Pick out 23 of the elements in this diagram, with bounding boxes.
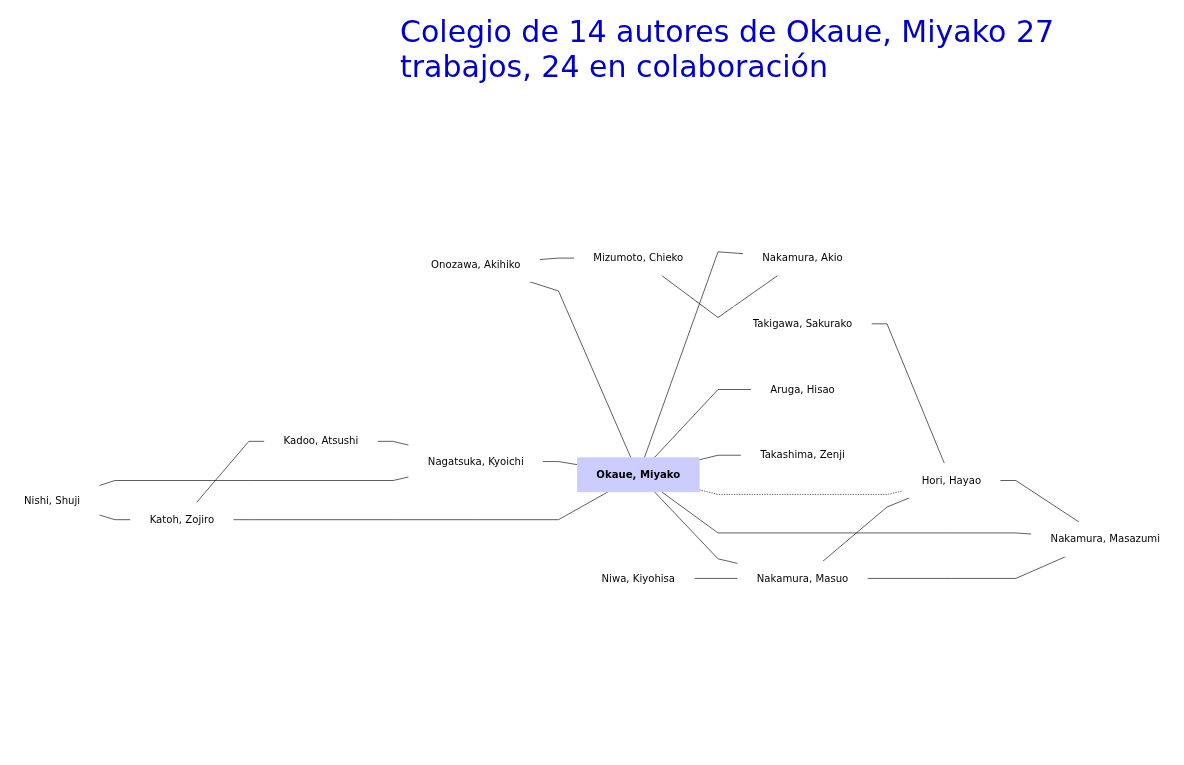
connector — [98, 476, 410, 486]
node-box: Okaue, Miyako — [577, 457, 700, 492]
node-text: Hori, Hayao — [921, 473, 982, 486]
node-text: Nishi, Shuji — [24, 494, 81, 507]
node-text: Onozawa, Akihiko — [431, 257, 521, 270]
node-text: Niwa, Kiyohisa — [601, 571, 676, 584]
connector — [653, 388, 752, 458]
node-text: Takigawa, Sakurako — [752, 317, 853, 330]
connector — [660, 274, 779, 318]
connector — [822, 496, 911, 562]
node-text: Kadoo, Atsushi — [283, 434, 359, 447]
node-text: Nagatsuka, Kyoichi — [427, 454, 524, 467]
connector — [644, 251, 744, 458]
node-text: Takashima, Zenji — [760, 448, 845, 461]
node-text: Nakamura, Masazumi — [1050, 532, 1160, 545]
node-text: Mizumoto, Chieko — [593, 251, 684, 264]
connector — [196, 440, 265, 503]
connector — [661, 491, 1032, 535]
node-text: Nakamura, Masuo — [756, 571, 849, 584]
node-text: Nakamura, Akio — [762, 251, 843, 264]
node-text: Aruga, Hisao — [770, 382, 835, 395]
node-text: Katoh, Zojiro — [149, 513, 215, 526]
diagram-title: Colegio de 14 autores de Okaue, Miyako 27 trabajos, 24 en colaboración — [400, 14, 1056, 84]
